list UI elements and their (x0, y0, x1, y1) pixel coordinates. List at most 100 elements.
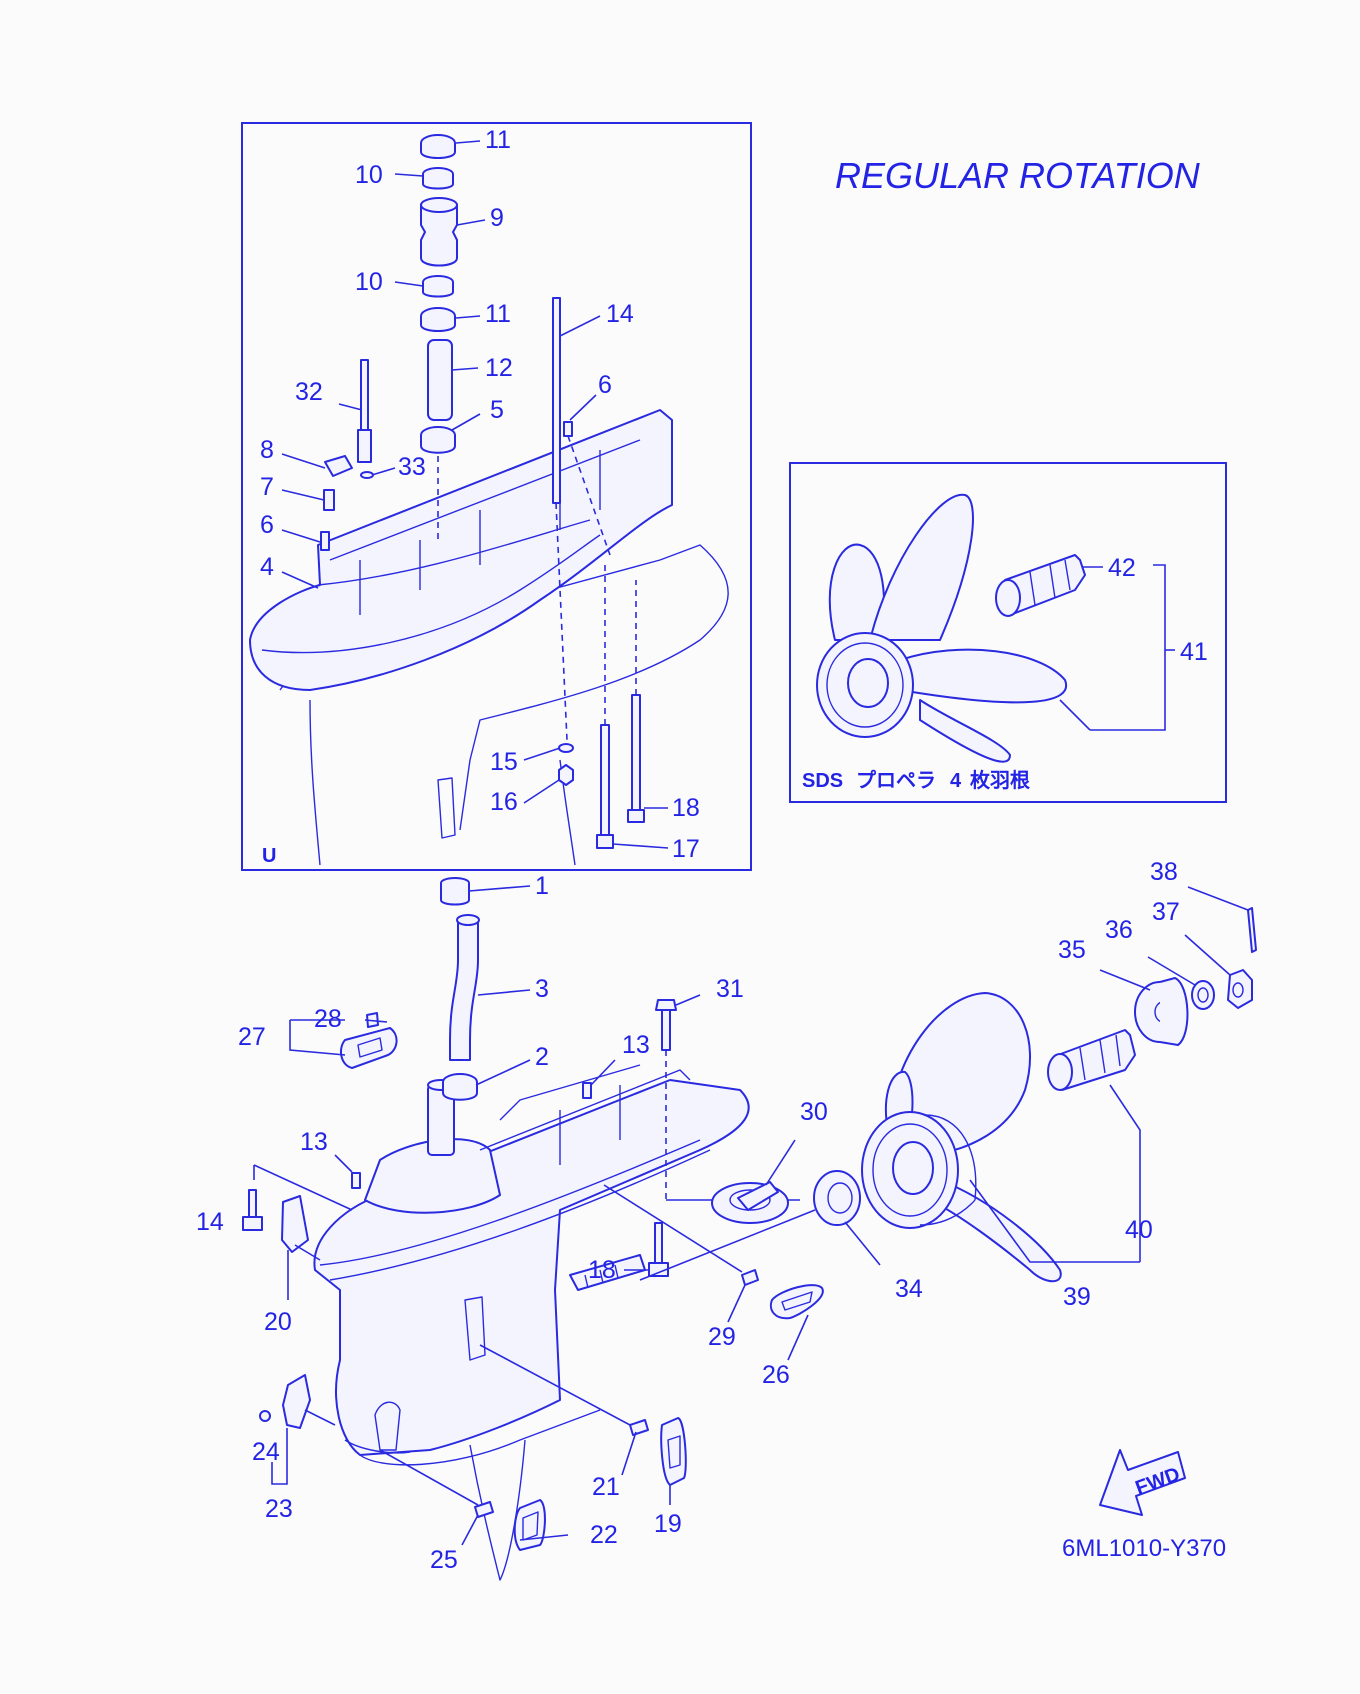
part-18-lower-bolt (654, 1222, 663, 1264)
part-40-insert-end (1047, 1053, 1073, 1091)
part-11-top-body (420, 143, 456, 159)
bracket-23 (271, 1428, 288, 1485)
part-27-anode (339, 1027, 398, 1069)
part-11-bottom-body (420, 316, 456, 332)
part-8-bracket (324, 455, 353, 477)
callout-26: 26 (762, 1361, 790, 1389)
part-22-anode-slot (522, 1511, 539, 1541)
part-26-anode-slot (781, 1291, 813, 1311)
lower-casing-water-inlet-bottom (374, 1401, 401, 1451)
propeller-inset-label-name: プロペラ (856, 769, 936, 792)
casing-upper-deck (479, 1064, 691, 1165)
part-42-insert-end (995, 579, 1021, 617)
part-38-cotter-pin (1247, 907, 1257, 953)
callout-18-upper: 18 (672, 794, 700, 822)
part-30-cover-plate-inner (729, 1189, 771, 1211)
part-17-bolt-head (596, 834, 614, 849)
callout-27: 27 (238, 1023, 266, 1051)
part-2-seal-body (442, 1082, 478, 1101)
part-26-anode (770, 1284, 824, 1320)
callout-2: 2 (535, 1043, 549, 1071)
callout-3: 3 (535, 975, 549, 1003)
propeller-hub-bore (892, 1141, 934, 1195)
callout-37: 37 (1152, 898, 1180, 926)
part-15-washer (558, 743, 574, 753)
bracket-39-40 (969, 1084, 1141, 1263)
part-14-stud (552, 297, 561, 504)
diagram-title: REGULAR ROTATION (835, 155, 1201, 196)
part-17-bolt (600, 724, 610, 836)
callout-16: 16 (490, 788, 518, 816)
callout-22: 22 (590, 1521, 618, 1549)
part-18-lower-bolt-head (648, 1262, 669, 1277)
part-34-thrust-washer-bore (827, 1182, 853, 1214)
part-36-washer-bore (1197, 987, 1209, 1003)
part-3-water-tube-top (456, 914, 480, 926)
upper-inset-leaders (281, 140, 669, 849)
propeller-inset: SDS プロペラ 4 枚羽根 (789, 462, 1227, 803)
part-34-thrust-washer (813, 1170, 861, 1226)
upper-inset-casing-slot (437, 777, 456, 839)
part-12-tube (427, 339, 453, 421)
inset-propeller-hub-bore (847, 658, 889, 708)
upper-inset-corner-label: U (262, 845, 276, 867)
part-9-bushing (420, 204, 458, 267)
inset-propeller-blade-right (899, 648, 1068, 704)
callout-4: 4 (260, 553, 274, 581)
callout-13-left: 13 (300, 1128, 328, 1156)
callout-11-bottom: 11 (485, 300, 511, 328)
part-6-dowel-left (320, 531, 330, 551)
callout-32: 32 (295, 378, 323, 406)
fwd-arrow: FWD (1099, 1449, 1186, 1516)
callout-7: 7 (260, 473, 274, 501)
part-37-nut-bore (1232, 982, 1244, 998)
inset-propeller-blade-bottom (919, 699, 1011, 763)
part-1-grommet (440, 883, 470, 906)
part-19-anode-slot (667, 1435, 681, 1469)
lower-casing-gearcase (344, 1409, 601, 1466)
part-13-dowel-left (351, 1172, 361, 1189)
part-36-washer (1191, 980, 1215, 1010)
part-18-bolt-head (627, 809, 645, 823)
upper-casing-body (249, 409, 673, 691)
part-16-nut (558, 764, 574, 786)
callout-34: 34 (895, 1275, 923, 1303)
callout-38: 38 (1150, 858, 1178, 886)
callout-33: 33 (398, 453, 426, 481)
fwd-arrow-icon (1099, 1449, 1186, 1516)
part-18-bolt (631, 694, 641, 811)
callout-18-lower: 18 (588, 1256, 616, 1284)
callout-15: 15 (490, 748, 518, 776)
part-13-dowel-right (582, 1082, 592, 1099)
part-31-bolt (661, 1009, 671, 1051)
callout-20: 20 (264, 1308, 292, 1336)
part-10-top-body (422, 174, 454, 190)
part-27-anode-slot (357, 1037, 383, 1058)
part-9-bushing-top (420, 197, 458, 213)
part-10-bottom-body (422, 282, 454, 298)
callout-39: 39 (1063, 1283, 1091, 1311)
bracket-27 (289, 1019, 346, 1056)
callout-29: 29 (708, 1323, 736, 1351)
callout-11-top: 11 (485, 126, 511, 154)
part-25-screw (474, 1501, 494, 1518)
callout-10-bottom: 10 (355, 268, 383, 296)
callout-24: 24 (252, 1438, 280, 1466)
callout-21: 21 (592, 1473, 620, 1501)
callout-23: 23 (265, 1495, 293, 1523)
propeller-inset-label-suffix: 枚羽根 (970, 768, 1030, 792)
callout-6-right: 6 (598, 371, 612, 399)
callout-10-top: 10 (355, 161, 383, 189)
part-29-screw (741, 1269, 759, 1286)
part-33-ring (360, 471, 374, 479)
propeller-inset-label-prefix: SDS (802, 770, 843, 792)
lower-casing-anti-ventilation-plate (319, 1139, 711, 1281)
propeller-hub-ring (872, 1123, 948, 1217)
upper-casing-sweep (261, 534, 601, 654)
propeller-hub-barrel (919, 1114, 977, 1226)
part-23-anode (282, 1374, 311, 1429)
part-20-trim-tab (281, 1195, 309, 1253)
callout-40: 40 (1125, 1216, 1153, 1244)
callout-19: 19 (654, 1510, 682, 1538)
